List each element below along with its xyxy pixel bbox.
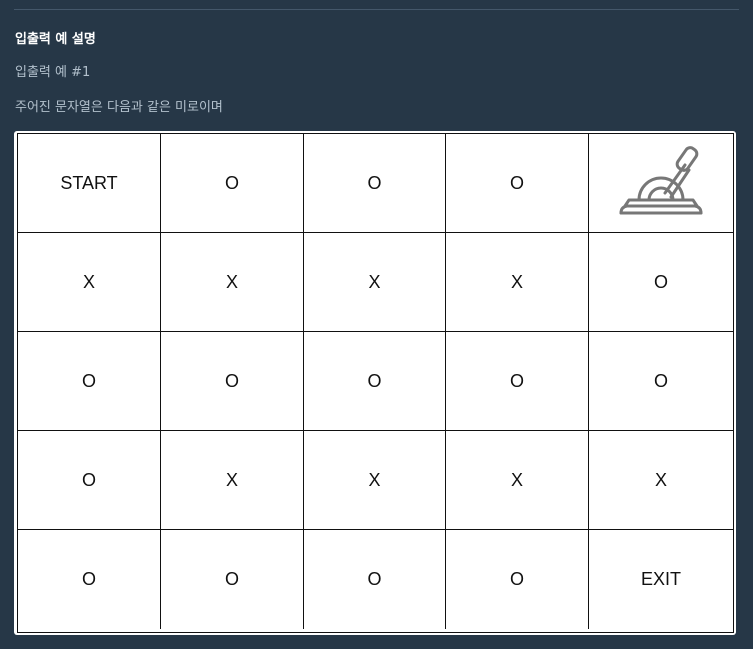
maze-cell-label: X: [654, 469, 667, 490]
maze-cell-label: X: [368, 469, 381, 490]
maze-cell: X: [161, 431, 304, 530]
maze-cell: O: [304, 530, 446, 629]
example-description: 주어진 문자열은 다음과 같은 미로이며: [15, 100, 223, 115]
maze-cell-label: O: [367, 370, 382, 391]
maze-cell: O: [304, 134, 446, 233]
maze-cell: X: [589, 431, 733, 530]
maze-cell-label: X: [82, 271, 95, 292]
maze-cell: O: [446, 530, 589, 629]
maze-cell: X: [446, 431, 589, 530]
maze-cell-label: O: [509, 172, 524, 193]
maze-cell: X: [161, 233, 304, 332]
maze-cell-label: O: [224, 370, 239, 391]
maze-cell-label: X: [225, 469, 238, 490]
maze-grid: START O O O X X X X O O O O O O O X X X X O O O O EXIT: [17, 133, 734, 633]
maze-cell: EXIT: [589, 530, 733, 629]
maze-cell: START: [18, 134, 161, 233]
maze-cell: X: [304, 233, 446, 332]
maze-cell: O: [304, 332, 446, 431]
maze-cell-label: X: [368, 271, 381, 292]
maze-cell: O: [18, 332, 161, 431]
maze-cell-label: EXIT: [640, 569, 681, 589]
maze-cell: [589, 134, 733, 233]
maze-cell: O: [161, 530, 304, 629]
maze-cell-label: X: [510, 469, 523, 490]
maze-cell-label: O: [367, 172, 382, 193]
maze-cell-label: X: [510, 271, 523, 292]
maze-cell-label: O: [81, 569, 96, 589]
maze-cell-label: O: [509, 569, 524, 589]
maze-cell: O: [18, 431, 161, 530]
maze-cell-label: START: [60, 172, 118, 193]
maze-cell: O: [161, 332, 304, 431]
maze-cell: O: [18, 530, 161, 629]
lever-icon: [615, 143, 707, 223]
maze-cell-label: O: [653, 271, 668, 292]
maze-cell-label: O: [224, 172, 239, 193]
maze-cell-label: O: [367, 569, 382, 589]
maze-cell: O: [446, 134, 589, 233]
maze-cell-label: O: [81, 469, 96, 490]
maze-cell: X: [18, 233, 161, 332]
maze-cell-label: O: [653, 370, 668, 391]
maze-cell: O: [589, 233, 733, 332]
maze-cell-label: X: [225, 271, 238, 292]
section-heading: 입출력 예 설명: [15, 32, 96, 47]
example-title: 입출력 예 #1: [15, 65, 91, 80]
maze-cell-label: O: [509, 370, 524, 391]
maze-cell: O: [161, 134, 304, 233]
maze-cell: X: [446, 233, 589, 332]
maze-cell: X: [304, 431, 446, 530]
section-divider: [14, 9, 739, 10]
maze-cell-label: O: [81, 370, 96, 391]
maze-cell: O: [589, 332, 733, 431]
maze-image: START O O O X X X X O O O O O O O X X X X O O O O EXIT: [14, 131, 736, 635]
maze-cell-label: O: [224, 569, 239, 589]
maze-cell: O: [446, 332, 589, 431]
